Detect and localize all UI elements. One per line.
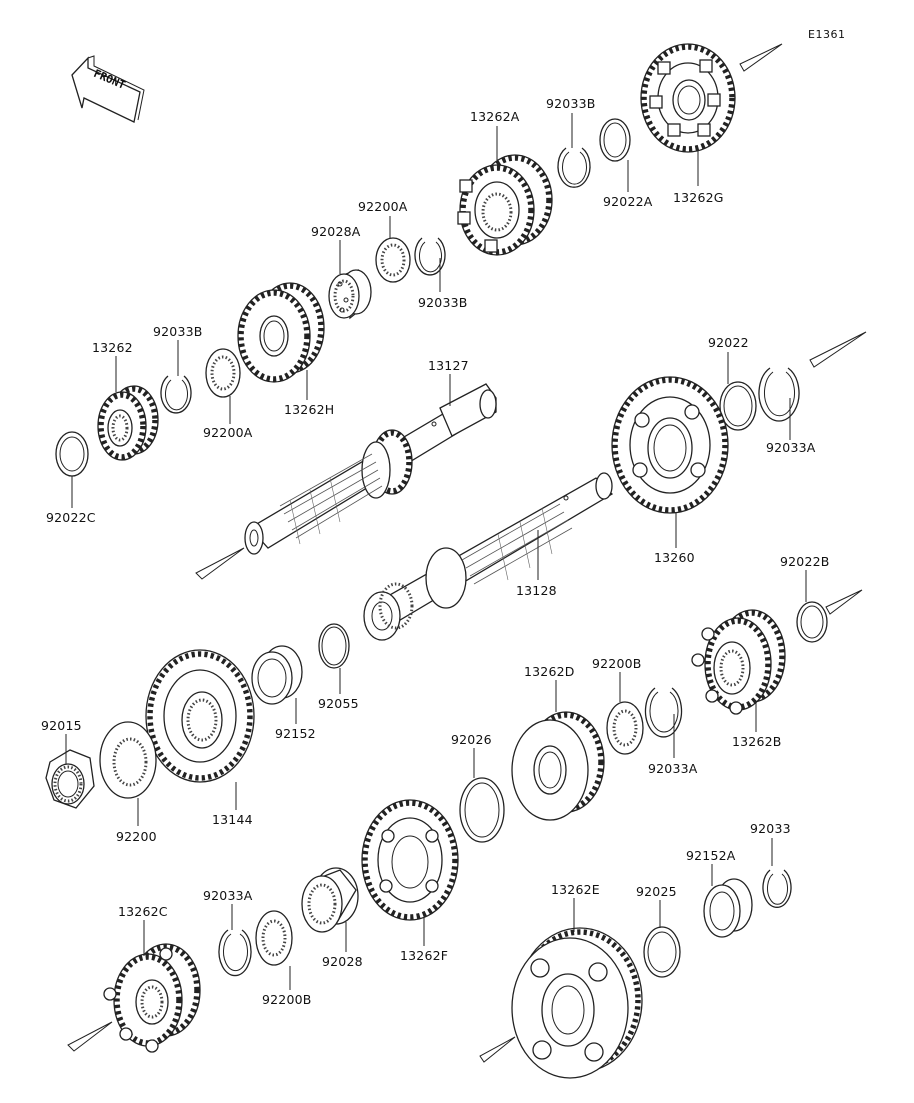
label-13262: 13262 [92, 340, 133, 355]
washer-92200A-top [375, 237, 411, 283]
gear-13262E [511, 927, 643, 1079]
label-92033B-top: 92033B [546, 96, 596, 111]
label-13262G: 13262G [673, 190, 724, 205]
label-13260: 13260 [654, 550, 695, 565]
circlip-92033B-mid [414, 237, 446, 276]
label-92033B-mid: 92033B [418, 295, 468, 310]
label-13262C: 13262C [118, 904, 168, 919]
circlip-92033 [762, 869, 792, 908]
washer-92022A [599, 118, 631, 162]
washer-92026 [459, 777, 505, 843]
label-13127: 13127 [428, 358, 469, 373]
bearing-92028A [328, 269, 372, 320]
label-92033A-mid: 92033A [648, 761, 698, 776]
gear-13262G [640, 43, 736, 153]
washer-92200A-left [205, 348, 241, 398]
part-labels: 13262A 92033B 92022A 13262G 92200A 92028… [41, 96, 830, 1007]
label-92033A-right: 92033A [766, 440, 816, 455]
collar-92152 [251, 645, 303, 705]
washer-92022 [719, 381, 757, 431]
label-92152A: 92152A [686, 848, 736, 863]
gear-13262C [103, 943, 201, 1053]
label-92200A-top: 92200A [358, 199, 408, 214]
label-92022: 92022 [708, 335, 749, 350]
label-92028A: 92028A [311, 224, 361, 239]
label-13128: 13128 [516, 583, 557, 598]
label-92200: 92200 [116, 829, 157, 844]
label-13262A: 13262A [470, 109, 520, 124]
label-92033A-low: 92033A [203, 888, 253, 903]
gear-13262 [97, 385, 159, 461]
label-13262H: 13262H [284, 402, 334, 417]
gear-13262B [691, 609, 786, 715]
label-92033B-left: 92033B [153, 324, 203, 339]
circlip-92033A-low [218, 929, 252, 977]
front-arrow-icon: FRONT [71, 55, 145, 123]
label-13262E: 13262E [551, 882, 600, 897]
gear-13262F [361, 799, 459, 921]
label-92200A-left: 92200A [203, 425, 253, 440]
gear-13262H [237, 282, 325, 383]
oring-92055 [318, 623, 350, 669]
washer-92200B-low [255, 910, 293, 966]
axis-arrow-icon [67, 43, 867, 1063]
circlip-92033A-mid [644, 687, 683, 738]
sprocket-13144 [145, 649, 255, 783]
nut-92015 [45, 749, 95, 809]
label-92033: 92033 [750, 821, 791, 836]
circlip-92033A-right [758, 367, 800, 422]
circlip-92033B-top [557, 147, 591, 188]
gear-13260 [611, 376, 729, 514]
washer-92025 [643, 926, 681, 978]
label-92055: 92055 [318, 696, 359, 711]
diagram-code: E1361 [808, 28, 845, 41]
label-92200B-low: 92200B [262, 992, 312, 1007]
label-92028: 92028 [322, 954, 363, 969]
label-13262B: 13262B [732, 734, 782, 749]
label-92200B-mid: 92200B [592, 656, 642, 671]
circlip-92033B-left [160, 375, 192, 414]
label-92152: 92152 [275, 726, 316, 741]
shaft-13127 [244, 383, 497, 555]
shaft-13128 [363, 472, 614, 641]
label-92022C: 92022C [46, 510, 96, 525]
label-92025: 92025 [636, 884, 677, 899]
washer-92022C [55, 431, 89, 477]
washer-92200 [99, 721, 157, 799]
label-92022B: 92022B [780, 554, 830, 569]
gear-13262A [457, 154, 553, 256]
label-13262D: 13262D [524, 664, 575, 679]
washer-92022B [796, 601, 828, 643]
label-92015: 92015 [41, 718, 82, 733]
label-13144: 13144 [212, 812, 253, 827]
label-92022A: 92022A [603, 194, 653, 209]
bearing-92028 [301, 867, 359, 933]
washer-92200B-mid [606, 701, 644, 755]
label-13262F: 13262F [400, 948, 448, 963]
collar-92152A [703, 878, 753, 938]
leader-lines [65, 113, 807, 990]
label-92026: 92026 [451, 732, 492, 747]
gear-13262D [511, 711, 605, 821]
